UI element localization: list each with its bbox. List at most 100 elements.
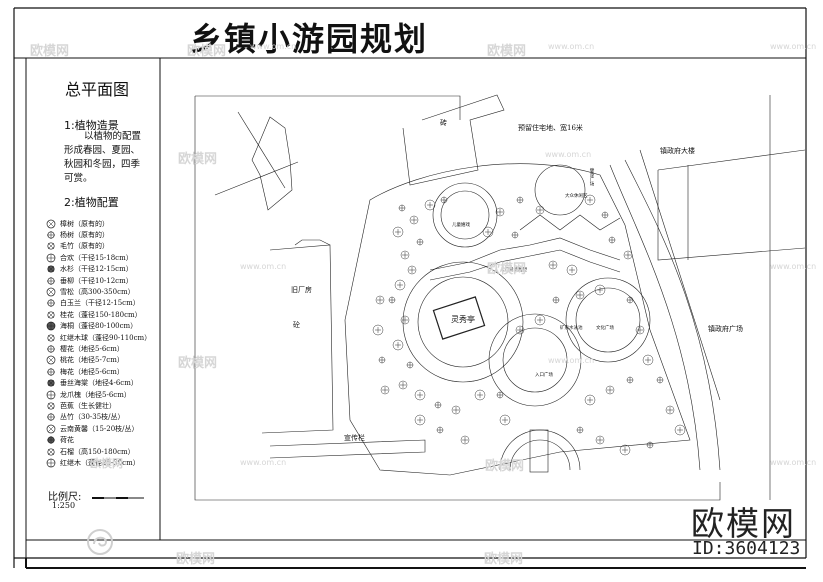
legend-item: 石榴（高150-180cm）	[45, 446, 165, 457]
tree-symbol-mark	[377, 297, 383, 303]
tree-symbol-mark	[645, 357, 651, 363]
watermark: 欧模网	[485, 459, 525, 474]
tree-symbol	[380, 385, 390, 395]
scale-bar	[92, 497, 144, 499]
tree-symbol	[414, 389, 426, 401]
legend-item-label: 梅花（地径5-6cm）	[60, 367, 124, 376]
peach-icon	[46, 356, 56, 365]
legend-item: 云南黄馨（15-20枝/丛）	[45, 423, 165, 434]
tree-symbol	[394, 279, 406, 291]
tree-symbol-mark	[409, 267, 415, 273]
label-pavilion: 灵秀亭	[451, 315, 475, 324]
tree-symbol-mark	[577, 292, 583, 298]
legend-item-label: 雪松（高300-350cm）	[60, 288, 135, 297]
tree-symbol-mark	[453, 407, 459, 413]
scale-value: 1:250	[52, 501, 76, 510]
tree-symbol-mark	[625, 252, 631, 258]
site-plan	[194, 94, 806, 501]
tree-symbol-mark	[437, 427, 443, 433]
legend-item: 垂柳（干径10-12cm）	[45, 275, 165, 286]
tree-symbol-mark	[441, 197, 447, 203]
watermark-url: www.om.cn	[548, 356, 595, 365]
legend-item-label: 海桐（蓬径80-100cm）	[60, 322, 138, 331]
legend-item: 雪松（高300-350cm）	[45, 286, 165, 297]
tree-symbol-mark	[667, 407, 673, 413]
conifer-icon	[47, 265, 55, 273]
tree-symbol	[584, 194, 596, 206]
tree-symbol	[534, 314, 546, 326]
tree-symbol	[407, 265, 417, 275]
tree-symbol-mark	[602, 212, 608, 218]
tree-symbol	[605, 385, 615, 395]
watermark-url: www.om.cn	[240, 262, 287, 271]
tree-symbol	[451, 405, 461, 415]
tree-symbol-mark	[550, 262, 556, 268]
legend-item-label: 桂花（蓬径150-180cm）	[60, 310, 142, 319]
loropetalum-icon	[46, 458, 56, 468]
tree-symbol-mark	[400, 382, 406, 388]
tree-symbol	[414, 414, 426, 426]
legend-item-label: 桃花（地径5-7cm）	[60, 356, 124, 365]
label-culture-square: 文化广场	[596, 326, 614, 331]
label-small-c: 大众休闲区	[565, 194, 588, 199]
tree-symbol	[535, 205, 545, 215]
label-small-d: 健身广场	[589, 168, 594, 186]
legend-item-label: 毛竹（原有的）	[60, 242, 109, 251]
section-planting-design-heading: 1:植物造景	[64, 119, 119, 132]
legend-item: 合欢（干径15-18cm）	[45, 252, 165, 263]
shrub-ball-icon	[47, 334, 55, 342]
watermark: 欧模网	[30, 44, 70, 59]
legend-item-label: 石榴（高150-180cm）	[60, 447, 135, 456]
watermark-url: www.om.cn	[250, 42, 297, 51]
tree-symbol	[474, 389, 486, 401]
label-gov-building: 镇政府大楼	[660, 147, 695, 155]
legend-item: 红继木球（蓬径90-110cm）	[45, 332, 165, 343]
tree-symbol-mark	[435, 402, 441, 408]
legend-item: 樱花（地径5-6cm）	[45, 343, 165, 354]
bamboo-icon	[47, 242, 55, 251]
tree-symbol	[635, 325, 645, 335]
tree-symbol	[424, 199, 436, 211]
tree-symbol-mark	[597, 287, 603, 293]
tree-symbol-mark	[677, 427, 683, 433]
tree-symbol-mark	[647, 442, 653, 448]
tree-symbol-mark	[537, 317, 543, 323]
legend-item: 丛竹（30-35枝/丛）	[45, 412, 165, 423]
willow-icon	[47, 276, 55, 285]
legend-item: 梅花（地径5-6cm）	[45, 366, 165, 377]
watermark-url: www.om.cn	[545, 150, 592, 159]
legend-item-label: 杨树（原有的）	[60, 231, 109, 240]
tree-symbol	[594, 284, 606, 296]
legend-item: 红继木（蓬径25-30cm）	[45, 457, 165, 468]
jasmine-icon	[46, 424, 56, 434]
tree-symbol	[400, 315, 410, 325]
tree-symbol-mark	[627, 297, 633, 303]
tree-symbol	[482, 226, 494, 238]
label-small-e: 矿泉水泳池	[560, 326, 583, 331]
tree-symbol	[499, 414, 511, 426]
tree-symbol-mark	[477, 392, 483, 398]
tree-symbol	[400, 250, 410, 260]
watermark: 欧模网	[178, 356, 218, 371]
tree-symbol-mark	[537, 207, 543, 213]
logo-swirl-icon	[87, 529, 113, 555]
tree-symbol	[409, 215, 419, 225]
watermark-url: www.om.cn	[770, 262, 817, 271]
plant-legend: 樟树（原有的）杨树（原有的）毛竹（原有的）合欢（干径15-18cm）水杉（干径1…	[45, 218, 165, 469]
legend-item-label: 红继木球（蓬径90-110cm）	[60, 333, 152, 342]
tree-symbol-mark	[607, 387, 613, 393]
label-small-b: 儿童嬉戏	[452, 223, 470, 228]
watermark: 欧模网	[178, 152, 218, 167]
tree-symbol-mark	[417, 417, 423, 423]
scale-label: 比例尺:	[48, 492, 82, 503]
legend-item-label: 丛竹（30-35枝/丛）	[60, 413, 125, 422]
legend-item-label: 垂丝海棠（地径4-6cm）	[60, 379, 138, 388]
watermark: 欧模网	[484, 552, 524, 567]
tree-symbol-mark	[389, 297, 395, 303]
watermark: 欧模网	[487, 262, 527, 277]
tree-symbol-mark	[517, 327, 523, 333]
tree-symbol-mark	[657, 377, 663, 383]
section-plant-config-heading: 2:植物配置	[64, 196, 119, 209]
tree-symbol	[515, 325, 525, 335]
legend-item-label: 红继木（蓬径25-30cm）	[60, 458, 140, 467]
